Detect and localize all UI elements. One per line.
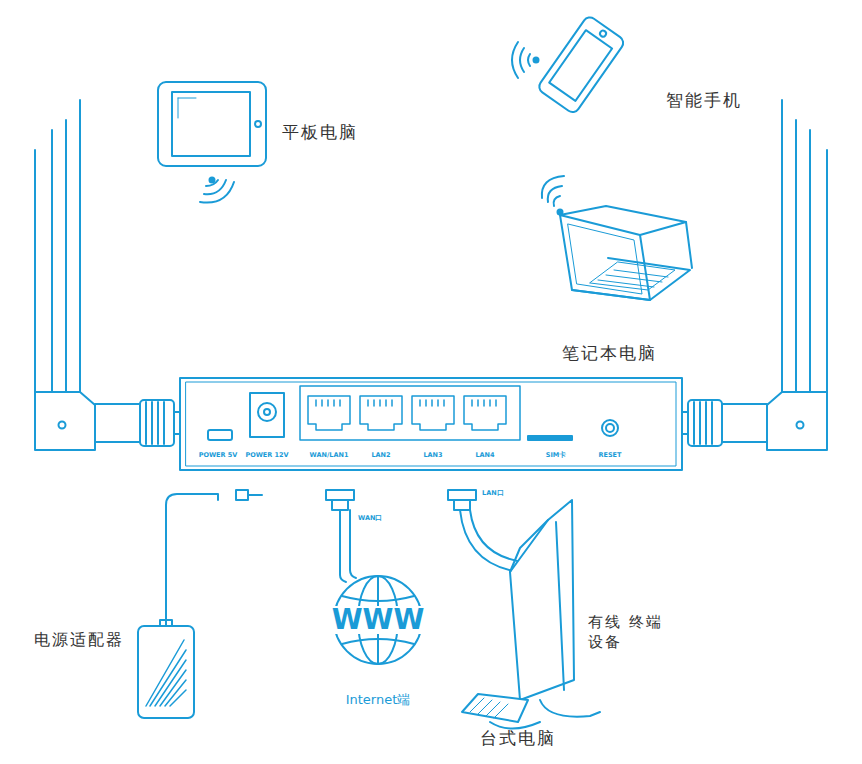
device-label: 智能手机 — [666, 90, 742, 110]
device-label: 笔记本电脑 — [562, 343, 657, 363]
plug-label: LAN口 — [482, 490, 504, 498]
laptop — [542, 176, 692, 300]
port-label: POWER 12V — [245, 452, 288, 460]
port-label: LAN2 — [371, 452, 390, 460]
router-body — [180, 378, 682, 470]
smartphone — [512, 15, 626, 115]
desktop-computer — [448, 490, 600, 729]
port-label: POWER 5V — [199, 452, 238, 460]
port-label: RESET — [598, 452, 621, 460]
internet-globe — [326, 490, 422, 664]
tablet — [158, 82, 266, 203]
port-label: SIM卡 — [546, 452, 567, 460]
port-label: LAN4 — [475, 452, 494, 460]
device-label: 电源适配器 — [34, 630, 124, 649]
port-label: LAN3 — [423, 452, 442, 460]
device-label: 台式电脑 — [480, 728, 556, 748]
globe-text: WWW — [329, 606, 428, 634]
antenna-right — [682, 100, 827, 450]
device-label: 有线 终端设备 — [588, 612, 668, 653]
port-label: WAN/LAN1 — [310, 452, 349, 460]
device-label: Internet端 — [346, 692, 411, 708]
device-label: 平板电脑 — [282, 122, 358, 142]
power-adapter — [138, 490, 262, 718]
plug-label: WAN口 — [358, 515, 382, 523]
